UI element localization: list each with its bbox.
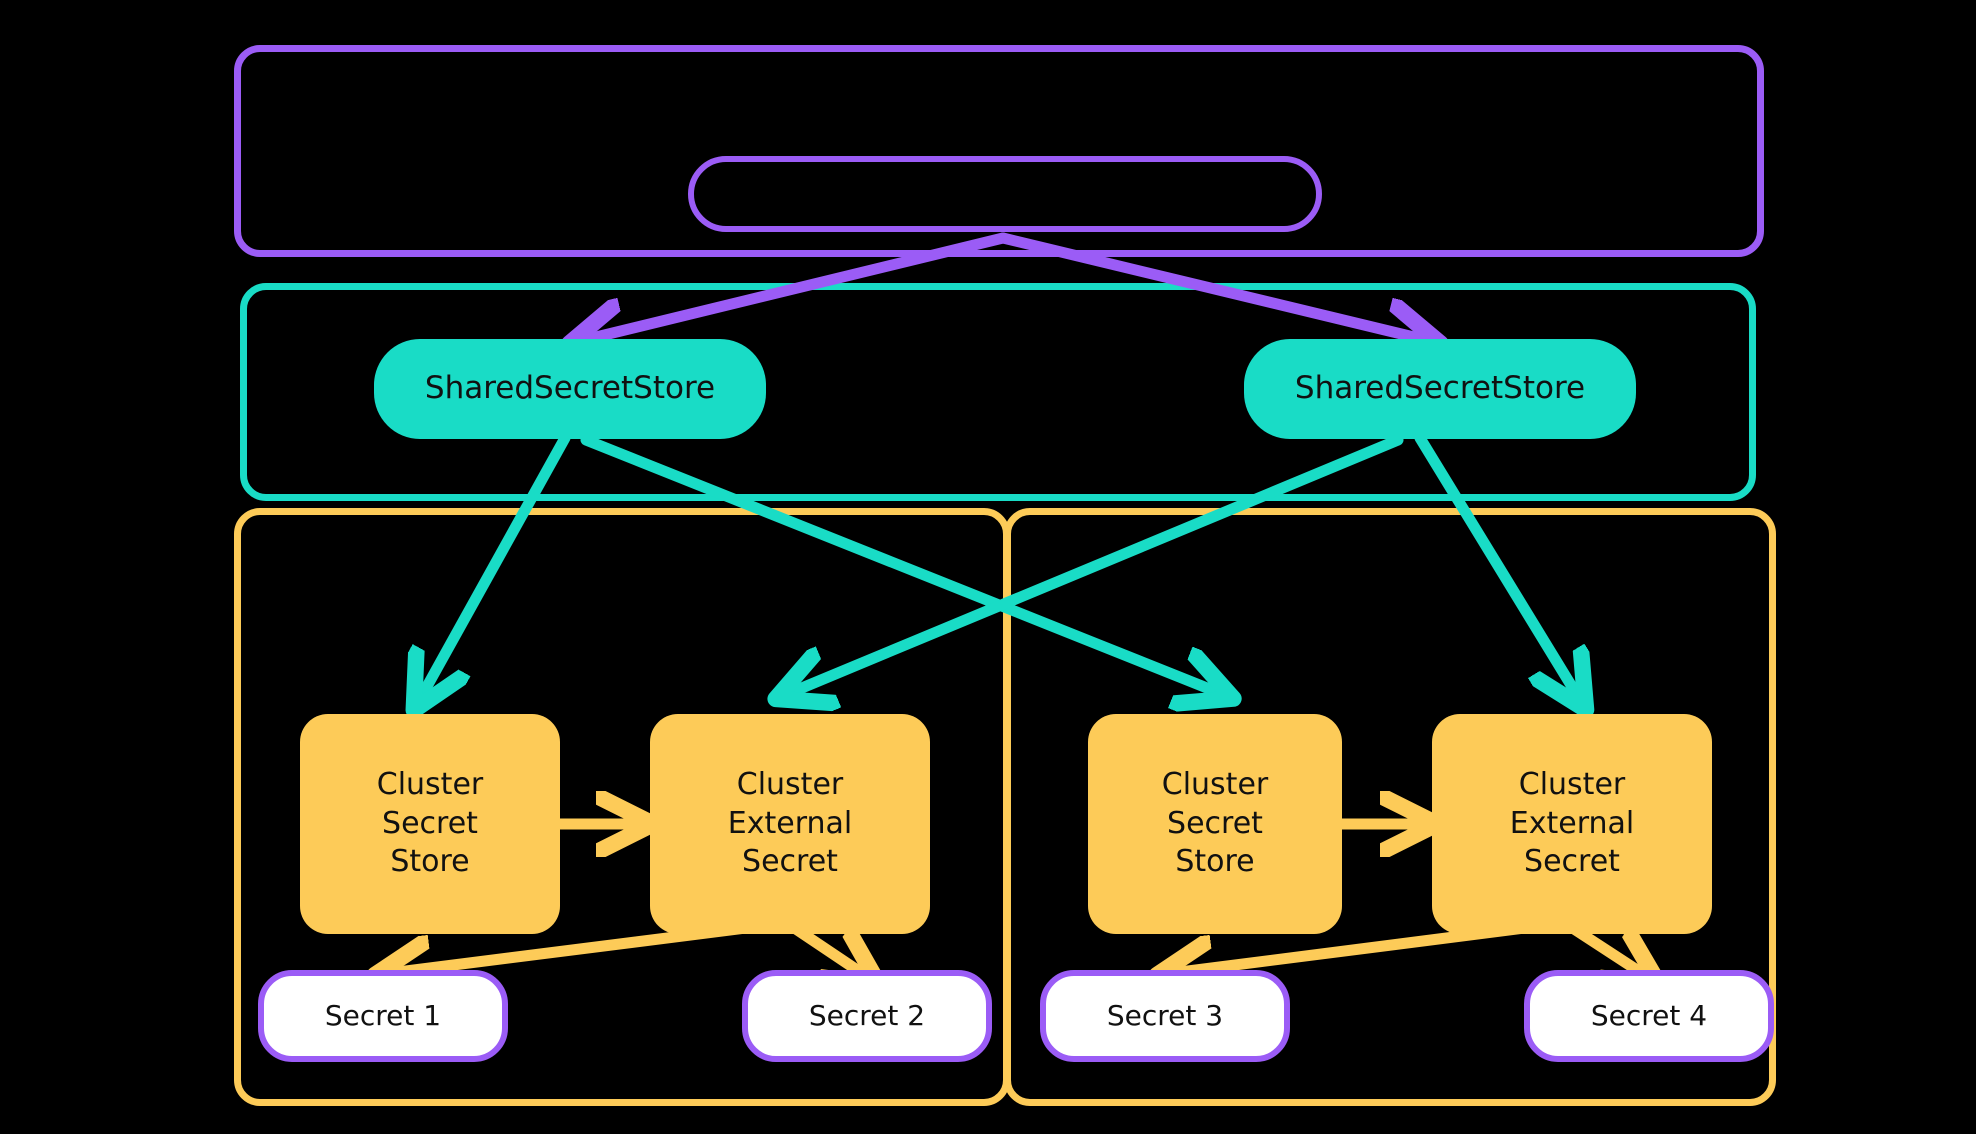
edge-shared-left-to-css-right [580, 434, 1212, 690]
edge-shared-right-to-ces-right [1414, 432, 1574, 690]
cluster-external-secret-right-line3: Secret [1524, 844, 1620, 880]
edge-root-to-shared-right [997, 232, 1418, 338]
cluster-secret-store-left-line3: Store [390, 844, 470, 880]
cluster-secret-store-left-line2: Secret [382, 805, 478, 841]
cluster-external-secret-left-line1: Cluster [736, 767, 844, 803]
edge-shared-right-to-ces-left [797, 434, 1404, 690]
secret-3-node[interactable]: Secret 3 [1040, 970, 1290, 1062]
cluster-secret-store-right-line1: Cluster [1161, 767, 1269, 803]
edge-shared-left-to-css-left [425, 432, 571, 690]
cluster-external-secret-right-line2: External [1509, 805, 1635, 841]
secret-4-node[interactable]: Secret 4 [1524, 970, 1774, 1062]
cluster-secret-store-right[interactable]: Cluster Secret Store [1088, 714, 1342, 934]
teal-middle-container [240, 283, 1756, 501]
secret-2-node[interactable]: Secret 2 [742, 970, 992, 1062]
secret-1-node[interactable]: Secret 1 [258, 970, 508, 1062]
cluster-secret-store-left[interactable]: Cluster Secret Store [300, 714, 560, 934]
cluster-secret-store-right-line2: Secret [1167, 805, 1263, 841]
purple-outer-container [234, 45, 1764, 257]
cluster-external-secret-left-line2: External [727, 805, 853, 841]
cluster-external-secret-right[interactable]: Cluster External Secret [1432, 714, 1712, 934]
edge-root-to-shared-left [592, 232, 1009, 338]
shared-secret-store-left[interactable]: SharedSecretStore [374, 339, 766, 439]
cluster-external-secret-right-line1: Cluster [1518, 767, 1626, 803]
cluster-secret-store-left-line1: Cluster [376, 767, 484, 803]
cluster-external-secret-left[interactable]: Cluster External Secret [650, 714, 930, 934]
yellow-right-container [1004, 508, 1776, 1106]
root-pill-node[interactable] [688, 156, 1322, 232]
shared-secret-store-right[interactable]: SharedSecretStore [1244, 339, 1636, 439]
cluster-external-secret-left-line3: Secret [742, 844, 838, 880]
cluster-secret-store-right-line3: Store [1175, 844, 1255, 880]
